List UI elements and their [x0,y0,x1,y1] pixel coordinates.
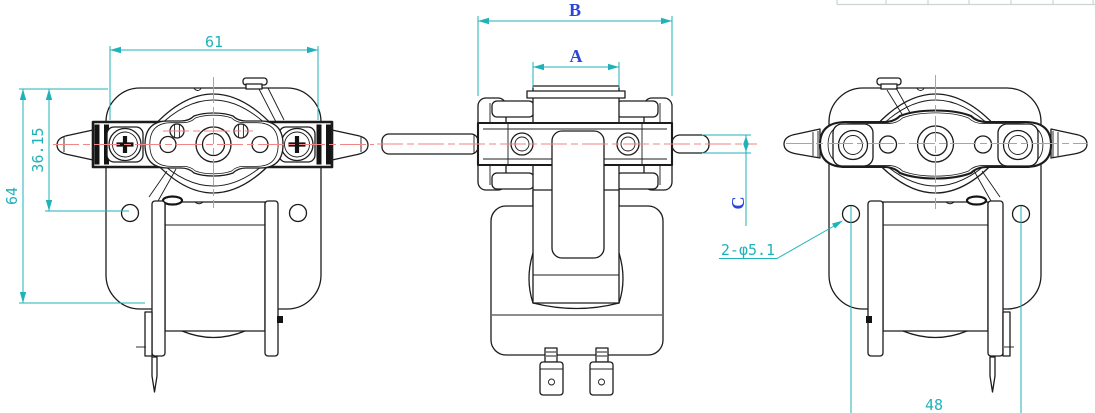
rear-top-notch [916,88,925,91]
dim-label-61: 61 [205,33,223,51]
dim-label-64: 64 [3,187,21,205]
dim-label-A: A [570,46,583,66]
rear-right-rivet [1002,129,1034,161]
rear-terminal-pin [989,356,996,393]
side-bobbin-window [551,130,605,259]
dim-label-2-phi-5-1: 2-φ5.1 [721,241,775,259]
front-upper-brace [258,87,285,123]
front-top-notch [193,88,202,91]
dim-front-stack-width: 61 [109,33,319,120]
side-terminals [539,347,614,396]
dim-mounting-hole-spacing: 48 [850,206,1022,413]
front-lower-brace [148,168,177,202]
dimension-annotations: 61 36.15 64 B A [3,0,1022,413]
dim-shaft-diameter: C [702,134,751,226]
rear-bearing-plate [783,109,1088,202]
dim-side-bobbin-width: A [532,46,620,88]
front-right-leg [264,200,279,357]
rear-lower-brace [972,168,1001,202]
front-left-leg [151,200,166,357]
front-terminal-pin [151,356,158,393]
front-coil-bracket [136,195,283,393]
rear-left-leg [867,200,884,357]
dim-label-36-15: 36.15 [29,127,47,172]
dim-side-overall-width: B [477,0,673,96]
dim-label-48: 48 [925,396,943,413]
dim-front-top-to-foot: 64 [3,89,145,304]
side-view [381,85,710,396]
rear-coil-bracket [866,195,1014,393]
dim-mounting-hole-callout: 2-φ5.1 [719,220,843,259]
side-coil [492,130,662,316]
rear-coil [882,201,989,332]
title-block-fragment [836,0,1095,6]
centerlines [53,75,1088,209]
front-view [56,77,369,393]
front-coil [164,201,266,332]
dim-front-top-to-hole: 36.15 [19,88,129,212]
rear-left-rivet [837,129,869,161]
front-mounting-holes [120,203,308,223]
dim-label-B: B [569,0,581,20]
rear-right-leg [987,200,1004,357]
dim-label-C: C [728,197,748,210]
